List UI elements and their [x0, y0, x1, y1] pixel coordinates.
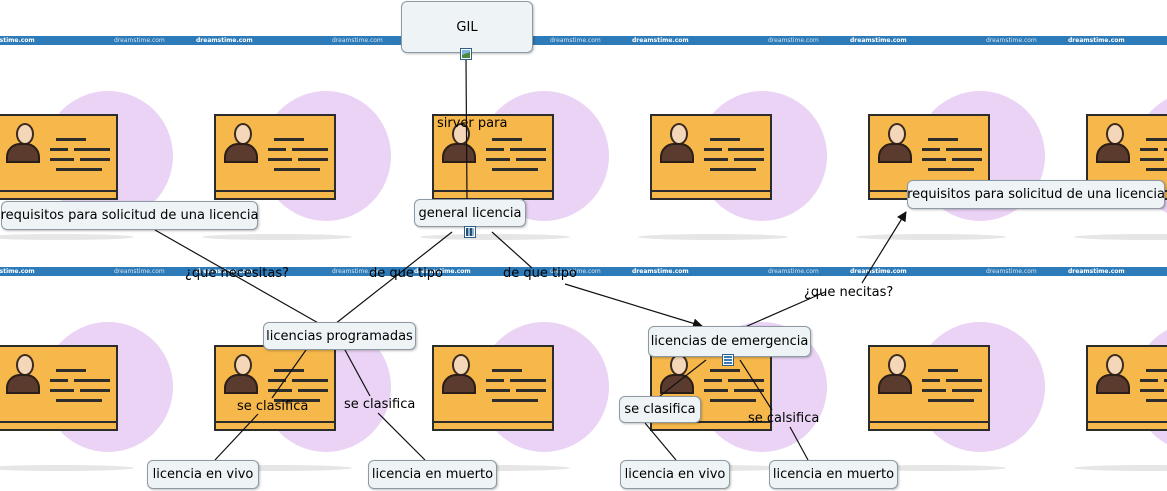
edge-detipo-emergencia — [564, 283, 703, 329]
concept-label-licencias-programadas: licencias programadas — [266, 328, 413, 344]
edge-emergencia-necitas — [744, 291, 826, 328]
id-card-icon — [650, 114, 772, 200]
edge-general-programadas — [334, 231, 453, 325]
concept-label-requisitos-left: requisitos para solicitud de una licenci… — [0, 208, 259, 223]
concept-node-se-clasifica[interactable]: se clasifica — [619, 396, 701, 423]
edge-requisitos-programadas — [154, 229, 321, 325]
concept-node-licencias-emergencia[interactable]: licencias de emergencia — [648, 326, 811, 357]
concept-node-licencia-muerto-right[interactable]: licencia en muerto — [769, 460, 898, 489]
edge-calsifica-muerto — [789, 426, 809, 461]
concept-label-licencia-vivo-right: licencia en vivo — [624, 467, 726, 482]
concept-label-licencias-emergencia: licencias de emergencia — [650, 334, 809, 349]
concept-label-requisitos-right: requisitos para solicitud de una licenci… — [907, 187, 1165, 202]
id-card-icon — [868, 345, 990, 431]
link-label-se-clasifica-2: se clasifica — [344, 397, 416, 412]
concept-node-gil[interactable]: GIL — [401, 1, 533, 53]
edge-general-detipo — [491, 231, 533, 269]
link-label-sirver-para: sirver para — [437, 116, 508, 131]
id-card-icon — [0, 345, 118, 431]
concept-node-licencias-programadas[interactable]: licencias programadas — [263, 322, 416, 350]
film-icon[interactable] — [464, 226, 476, 238]
id-card-icon — [432, 114, 554, 200]
concept-node-licencia-vivo-left[interactable]: licencia en vivo — [147, 460, 259, 489]
edge-clasifica2-muerto — [377, 412, 426, 461]
link-label-de-que-tipo-2: de que tipo — [503, 266, 577, 281]
id-card-icon — [214, 345, 336, 431]
document-icon[interactable] — [722, 354, 734, 366]
concept-node-requisitos-right[interactable]: requisitos para solicitud de una licenci… — [907, 180, 1165, 209]
link-label-que-necitas: ¿que necitas? — [804, 285, 894, 300]
concept-node-licencia-muerto-left[interactable]: licencia en muerto — [368, 460, 497, 489]
concept-label-licencia-vivo-left: licencia en vivo — [152, 467, 254, 482]
id-card-icon — [1086, 345, 1167, 431]
concept-label-general-licencia: general licencia — [418, 205, 522, 221]
concept-label-licencia-muerto-left: licencia en muerto — [371, 467, 494, 482]
edge-clasifica1-vivo — [214, 413, 259, 461]
concept-node-requisitos-left[interactable]: requisitos para solicitud de una licenci… — [1, 201, 258, 230]
concept-node-general-licencia[interactable]: general licencia — [414, 199, 526, 227]
concept-label-licencia-muerto-right: licencia en muerto — [772, 467, 895, 482]
edge-programadas-clasifica1 — [271, 349, 307, 399]
edge-gil-general — [465, 59, 468, 201]
edge-programadas-clasifica2 — [344, 349, 371, 397]
edge-necitas-requisitos — [861, 211, 907, 284]
link-label-se-clasifica-1: se clasifica — [237, 399, 309, 414]
concept-label-gil: GIL — [456, 19, 478, 35]
id-card-icon — [0, 114, 118, 200]
edge-emergencia-clasifica — [659, 359, 707, 397]
link-label-se-calsifica: se calsifica — [748, 411, 820, 426]
id-card-icon — [214, 114, 336, 200]
edge-clasifica-vivo — [644, 422, 677, 461]
link-label-que-necesitas: ¿que necesitas? — [185, 266, 290, 281]
concept-label-se-clasifica: se clasifica — [624, 402, 696, 417]
image-icon[interactable] — [460, 48, 472, 60]
edge-emergencia-calsifica — [739, 359, 773, 411]
link-label-de-que-tipo-1: de que tipo — [369, 266, 443, 281]
concept-node-licencia-vivo-right[interactable]: licencia en vivo — [620, 460, 730, 489]
id-card-icon — [432, 345, 554, 431]
